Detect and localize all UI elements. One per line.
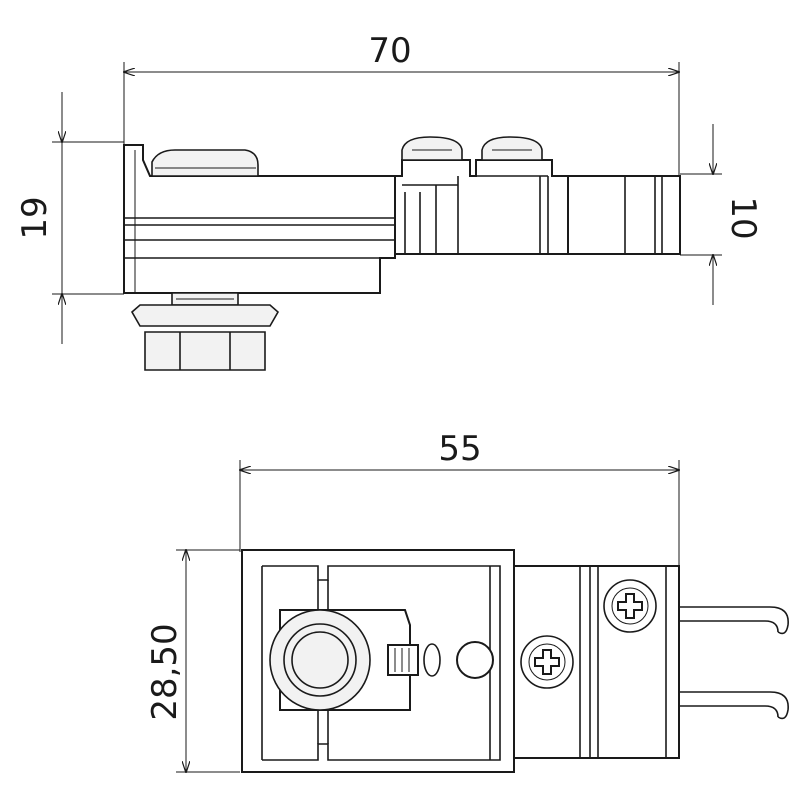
top-view: 55 28,50: [145, 429, 789, 773]
phillips-screw-icon: [520, 635, 574, 689]
dimension-70: 70: [124, 31, 679, 180]
side-body: [123, 144, 396, 294]
dimension-10: 10: [680, 124, 763, 305]
dimension-70-label: 70: [368, 31, 411, 71]
dimension-28-50: 28,50: [145, 550, 240, 772]
dimension-55: 55: [240, 429, 679, 565]
wire-hooks: [679, 606, 789, 720]
phillips-screw-icon: [603, 579, 657, 633]
top-clamp: [269, 609, 494, 711]
dimension-19: 19: [15, 92, 124, 344]
side-view: 70 19 10: [15, 31, 763, 371]
dimension-10-label: 10: [723, 196, 763, 239]
side-nut: [130, 292, 280, 371]
side-terminal-block: [394, 136, 569, 255]
dimension-55-label: 55: [438, 429, 481, 469]
side-tail: [567, 175, 681, 255]
dimension-19-label: 19: [15, 196, 55, 239]
dimension-28-50-label: 28,50: [145, 623, 185, 720]
